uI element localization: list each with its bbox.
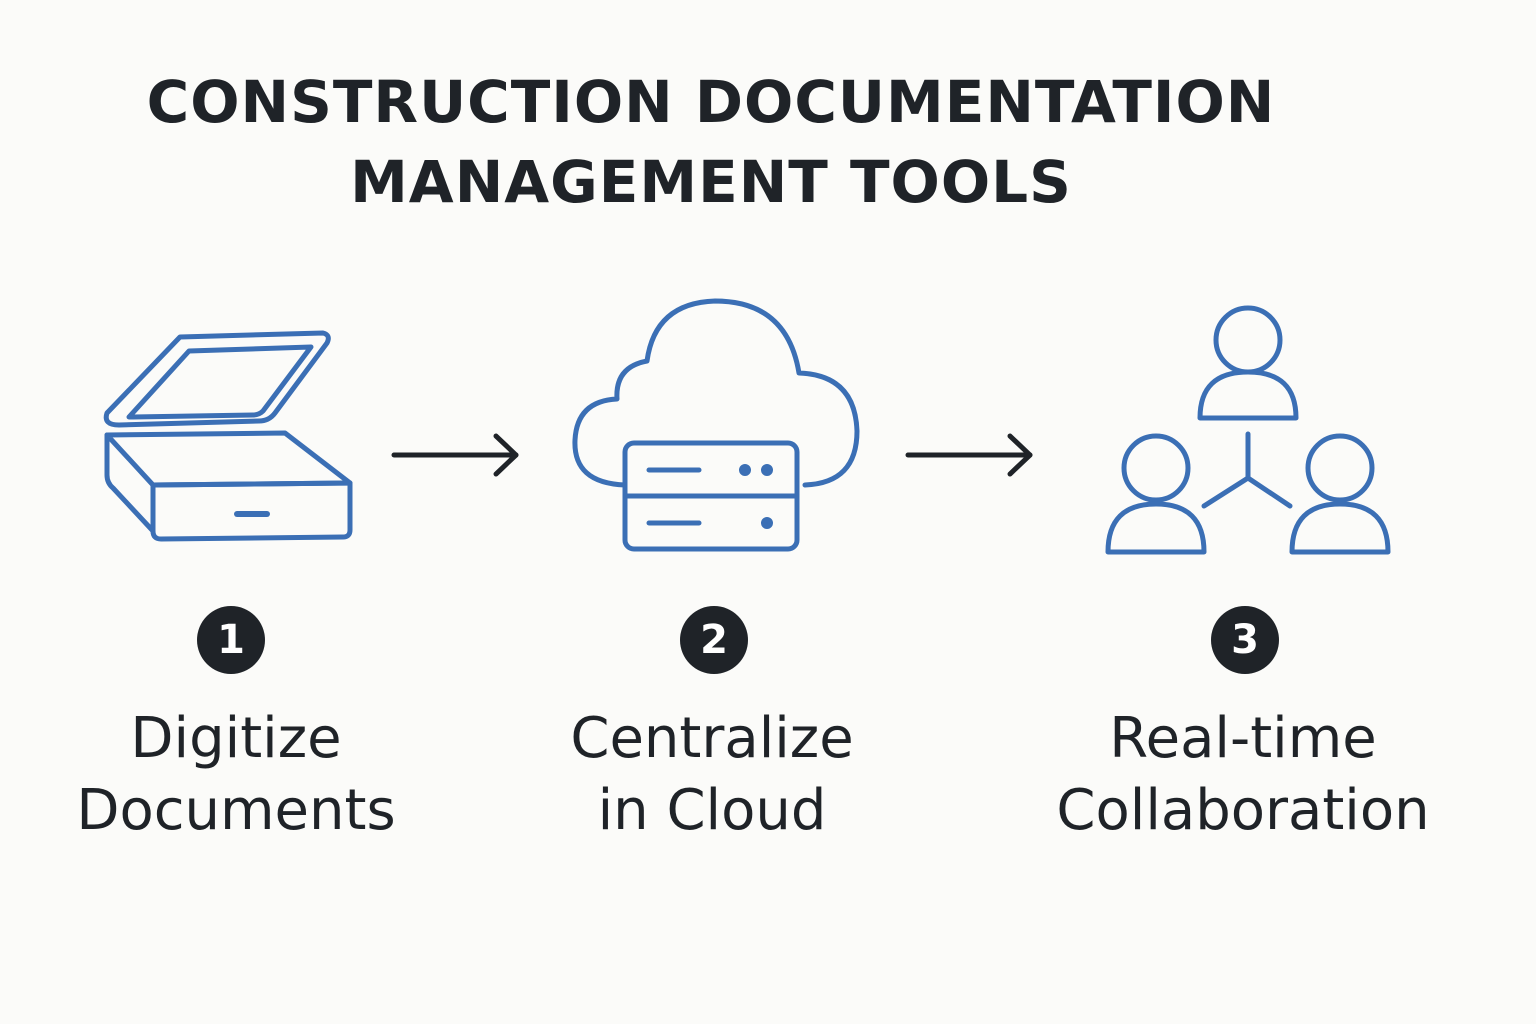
step-label-line-2: Documents bbox=[76, 778, 396, 843]
step-label-line-1: Digitize bbox=[130, 706, 342, 771]
scanner-icon bbox=[103, 330, 353, 542]
step-label: Real-time Collaboration bbox=[1013, 703, 1473, 847]
cloud-server-icon bbox=[572, 298, 860, 552]
arrow-right-icon bbox=[391, 433, 519, 477]
team-collaboration-icon bbox=[1105, 305, 1391, 555]
title-line-1: CONSTRUCTION DOCUMENTATION bbox=[146, 68, 1276, 136]
page-title: CONSTRUCTION DOCUMENTATION MANAGEMENT TO… bbox=[0, 62, 1422, 222]
step-label-line-2: in Cloud bbox=[597, 778, 827, 843]
title-line-2: MANAGEMENT TOOLS bbox=[350, 148, 1072, 216]
step-label: Digitize Documents bbox=[6, 703, 466, 847]
arrow-right-icon bbox=[905, 433, 1033, 477]
step-label-line-2: Collaboration bbox=[1056, 778, 1430, 843]
step-number-badge: 1 bbox=[197, 606, 265, 674]
step-number-badge: 2 bbox=[680, 606, 748, 674]
step-label-line-1: Centralize bbox=[570, 706, 854, 771]
step-number-badge: 3 bbox=[1211, 606, 1279, 674]
step-label: Centralize in Cloud bbox=[482, 703, 942, 847]
step-label-line-1: Real-time bbox=[1109, 706, 1377, 771]
